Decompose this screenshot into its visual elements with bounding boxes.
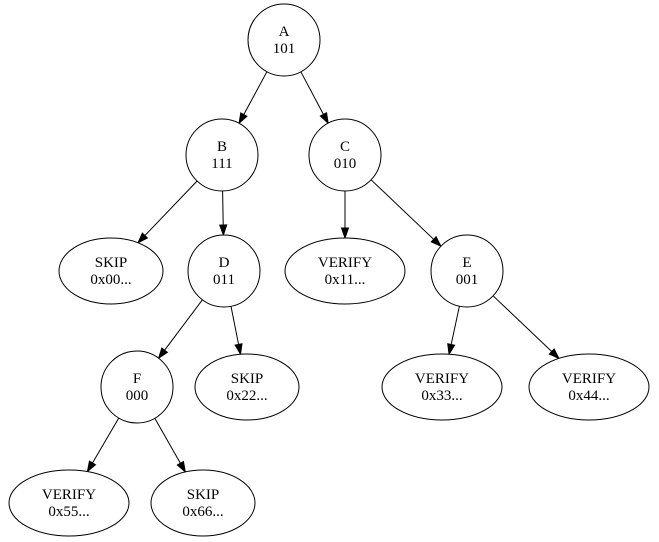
node-circle <box>187 234 261 308</box>
arrowhead-C-verify11 <box>340 227 350 240</box>
arrowhead-E-verify33 <box>447 343 456 356</box>
node-label-line1: VERIFY <box>318 255 372 271</box>
arrowhead-C-E <box>430 235 443 248</box>
node-ellipse <box>8 469 130 537</box>
node-label-line1: F <box>133 371 141 387</box>
arrowhead-D-F <box>157 347 169 360</box>
node-label-line1: VERIFY <box>42 487 96 503</box>
edge-D-F <box>164 299 203 351</box>
node-label-line1: C <box>340 139 350 155</box>
edge-F-skip66 <box>154 418 181 464</box>
tree-node-verify55: VERIFY0x55... <box>8 469 130 537</box>
edge-E-verify33 <box>450 306 460 345</box>
node-label-line1: SKIP <box>95 255 128 271</box>
node-label-line2: 0x22... <box>226 388 267 404</box>
node-ellipse <box>150 469 256 537</box>
tree-node-skip00: SKIP0x00... <box>58 237 164 305</box>
node-label-line1: E <box>462 255 471 271</box>
arrowhead-E-verify44 <box>548 348 561 360</box>
edge-F-verify55 <box>92 417 120 464</box>
arrowhead-A-C <box>319 111 329 125</box>
edge-C-E <box>370 179 435 240</box>
node-circle <box>247 3 321 77</box>
node-ellipse <box>528 353 650 421</box>
node-label-line2: 0x33... <box>421 388 462 404</box>
node-label-line2: 010 <box>334 156 357 172</box>
node-label-line2: 000 <box>126 388 149 404</box>
node-label-line1: A <box>279 24 290 40</box>
tree-node-skip22: SKIP0x22... <box>194 353 300 421</box>
node-ellipse <box>284 237 406 305</box>
node-label-line2: 001 <box>456 272 479 288</box>
arrowhead-B-D <box>218 224 228 237</box>
node-label-line1: SKIP <box>187 487 220 503</box>
arrowhead-F-skip66 <box>176 460 187 474</box>
node-label-line2: 0x66... <box>182 504 223 520</box>
node-label-line2: 0x11... <box>325 272 366 288</box>
node-circle <box>308 118 382 192</box>
edge-A-C <box>300 71 324 115</box>
node-label-line1: VERIFY <box>562 371 616 387</box>
tree-node-verify44: VERIFY0x44... <box>528 353 650 421</box>
node-label-line1: SKIP <box>231 371 264 387</box>
node-ellipse <box>381 353 503 421</box>
node-circle <box>430 234 504 308</box>
arrowhead-F-verify55 <box>86 460 97 473</box>
node-circle <box>100 350 174 424</box>
node-label-line2: 0x00... <box>90 272 131 288</box>
tree-node-skip66: SKIP0x66... <box>150 469 256 537</box>
node-ellipse <box>194 353 300 421</box>
arrowhead-D-skip22 <box>234 343 243 356</box>
node-label-line2: 101 <box>273 41 296 57</box>
node-label-line1: D <box>219 255 230 271</box>
edge-B-skip00 <box>144 180 198 236</box>
node-label-line2: 0x44... <box>568 388 609 404</box>
edge-D-skip22 <box>230 306 240 345</box>
arrowhead-B-skip00 <box>136 232 149 244</box>
edge-B-D <box>222 190 224 226</box>
arrowhead-A-B <box>238 112 248 125</box>
edge-A-B <box>243 71 268 115</box>
node-label-line2: 111 <box>211 156 232 172</box>
node-ellipse <box>58 237 164 305</box>
node-label-line1: VERIFY <box>415 371 469 387</box>
node-circle <box>185 118 259 192</box>
tree-node-verify33: VERIFY0x33... <box>381 353 503 421</box>
node-label-line2: 0x55... <box>48 504 89 520</box>
node-label-line1: B <box>217 139 227 155</box>
tree-node-verify11: VERIFY0x11... <box>284 237 406 305</box>
node-label-line2: 011 <box>213 272 235 288</box>
edge-E-verify44 <box>492 295 553 352</box>
